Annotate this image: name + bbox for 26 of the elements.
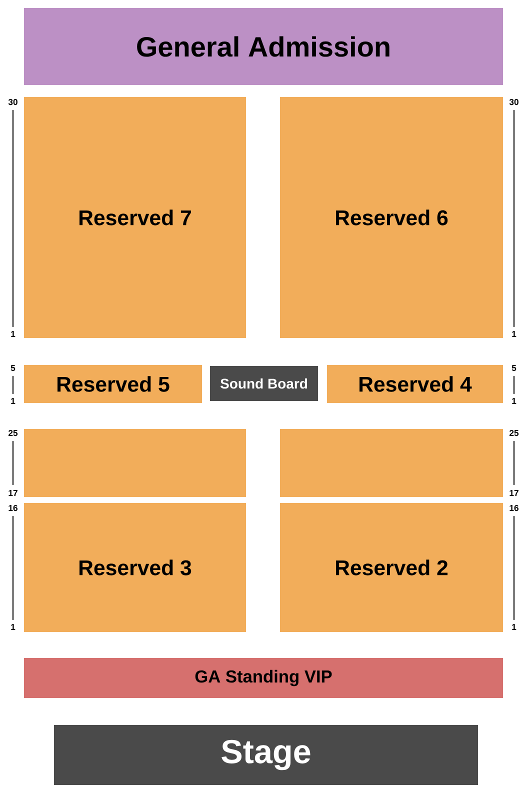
row-number: 16	[510, 504, 518, 512]
sound-board-box: Sound Board	[210, 366, 318, 401]
row-number: 17	[510, 490, 518, 496]
row-number: 1	[512, 398, 516, 404]
row-number: 30	[509, 98, 518, 106]
seating-section: Reserved 7	[24, 97, 246, 338]
row-number: 5	[10, 364, 16, 372]
row-number: 1	[512, 331, 516, 337]
row-number: 1	[11, 624, 16, 630]
seating-section	[280, 429, 503, 497]
seating-section: Reserved 4	[327, 365, 503, 403]
seating-section: GA Standing VIP	[24, 658, 503, 698]
stage-box: Stage	[54, 725, 478, 785]
seating-section: General Admission	[24, 8, 503, 85]
seating-section: Reserved 3	[24, 503, 246, 632]
seating-section: Reserved 5	[24, 365, 202, 403]
row-number: 5	[512, 364, 516, 372]
seating-section	[24, 429, 246, 497]
row-number: 1	[512, 624, 516, 630]
seating-section: Reserved 6	[280, 97, 503, 338]
row-number: 1	[11, 331, 16, 337]
seating-section: Reserved 2	[280, 503, 503, 632]
row-number: 30	[8, 98, 18, 106]
row-number: 1	[11, 398, 16, 404]
row-number: 16	[8, 504, 18, 512]
row-number: 17	[8, 490, 18, 496]
